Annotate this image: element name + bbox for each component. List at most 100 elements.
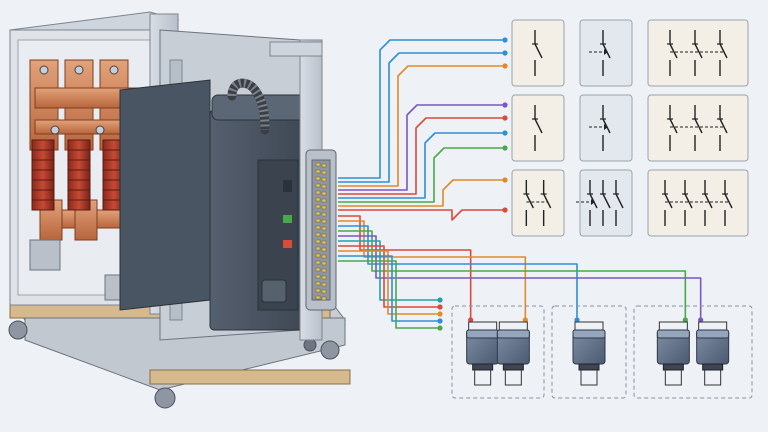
control-wire bbox=[338, 255, 440, 322]
connector-pin bbox=[321, 240, 327, 245]
connector-pin bbox=[321, 177, 327, 182]
control-wire bbox=[338, 250, 440, 315]
contact-panel-nc-triple bbox=[647, 94, 749, 162]
connector-pin bbox=[315, 260, 321, 265]
connector-pin bbox=[315, 197, 321, 202]
wire-terminal bbox=[437, 304, 443, 310]
wire-terminal bbox=[502, 115, 508, 121]
connector-pin bbox=[315, 267, 321, 272]
connector-pin bbox=[321, 170, 327, 175]
connector-pin bbox=[315, 176, 321, 181]
control-wire bbox=[338, 132, 505, 199]
relay-icon bbox=[696, 321, 730, 386]
control-wire bbox=[338, 260, 440, 329]
wire-terminal bbox=[437, 311, 443, 317]
wire-terminal bbox=[437, 325, 443, 331]
connector-pin bbox=[321, 275, 327, 280]
wire-terminal bbox=[502, 177, 508, 183]
connector-pin bbox=[321, 205, 327, 210]
wire-terminal bbox=[574, 317, 580, 323]
connector-pin bbox=[321, 268, 327, 273]
connector-pin bbox=[315, 162, 321, 167]
connector-pin bbox=[321, 163, 327, 168]
wire-terminal bbox=[502, 145, 508, 151]
relay-icon bbox=[656, 321, 690, 386]
relay-group-1 bbox=[451, 305, 545, 399]
connector-pin bbox=[321, 247, 327, 252]
connector-pin bbox=[315, 190, 321, 195]
connector-pin bbox=[321, 296, 327, 301]
connector-pin bbox=[315, 169, 321, 174]
connector-pin bbox=[315, 295, 321, 300]
switch-contact-icon bbox=[667, 105, 728, 151]
switch-contact-icon bbox=[576, 180, 624, 226]
switch-contact-icon bbox=[532, 30, 543, 76]
connector-pin bbox=[315, 281, 321, 286]
switch-contact-icon bbox=[589, 30, 611, 76]
wire-terminal bbox=[437, 318, 443, 324]
multi-pin-connector-icon bbox=[305, 149, 337, 311]
connector-pin bbox=[321, 233, 327, 238]
contact-panel-no-single-actuated bbox=[579, 19, 633, 87]
connector-pin bbox=[315, 288, 321, 293]
wire-terminal bbox=[502, 37, 508, 43]
control-wire bbox=[338, 52, 505, 183]
contact-panel-no-single bbox=[511, 19, 565, 87]
contact-symbol-panels bbox=[511, 19, 749, 237]
connector-pin bbox=[315, 204, 321, 209]
switch-contact-icon bbox=[523, 180, 552, 226]
connector-pin bbox=[315, 274, 321, 279]
control-wire bbox=[338, 179, 505, 207]
connector-pin bbox=[321, 184, 327, 189]
connector-pin bbox=[321, 198, 327, 203]
switch-contact-icon bbox=[667, 30, 728, 76]
wire-terminal bbox=[682, 317, 688, 323]
contact-panel-nc-single bbox=[511, 94, 565, 162]
connector-pin bbox=[321, 191, 327, 196]
control-wire bbox=[338, 235, 702, 320]
connector-pin bbox=[315, 211, 321, 216]
connector-pin bbox=[321, 226, 327, 231]
control-wire bbox=[338, 240, 440, 301]
connector-pin bbox=[315, 246, 321, 251]
control-wire bbox=[338, 230, 687, 320]
connector-pin bbox=[315, 225, 321, 230]
connector-pin bbox=[321, 212, 327, 217]
control-wire bbox=[338, 215, 472, 320]
control-wire bbox=[338, 39, 505, 179]
control-wire bbox=[338, 104, 505, 191]
connector-pin bbox=[315, 183, 321, 188]
connector-pin bbox=[321, 289, 327, 294]
control-wire bbox=[338, 117, 505, 195]
wire-terminal bbox=[437, 297, 443, 303]
control-wire bbox=[338, 245, 440, 308]
wire-terminal bbox=[698, 317, 704, 323]
control-wire bbox=[338, 209, 505, 221]
switch-contact-icon bbox=[532, 105, 543, 151]
contact-panel-nc-single-actuated bbox=[579, 94, 633, 162]
control-wiring bbox=[338, 37, 704, 331]
connector-pin bbox=[321, 254, 327, 259]
control-wire bbox=[338, 225, 578, 320]
contact-panel-no-triple bbox=[647, 19, 749, 87]
wire-terminal bbox=[502, 50, 508, 56]
control-wire bbox=[338, 147, 505, 203]
relay-icon bbox=[466, 321, 500, 386]
relay-icon bbox=[496, 321, 530, 386]
wire-terminal bbox=[502, 102, 508, 108]
relay-group-3 bbox=[633, 305, 753, 399]
wire-terminal bbox=[522, 317, 528, 323]
connector-pin bbox=[315, 232, 321, 237]
connector-pin bbox=[321, 282, 327, 287]
wire-terminal bbox=[502, 207, 508, 213]
relay-group-2 bbox=[551, 305, 627, 399]
relay-icon bbox=[572, 321, 606, 386]
contact-panel-triple-actuated bbox=[576, 169, 633, 237]
connector-pin bbox=[321, 261, 327, 266]
wire-terminal bbox=[468, 317, 474, 323]
connector-pin bbox=[321, 219, 327, 224]
wire-terminal bbox=[502, 130, 508, 136]
connector-pin bbox=[315, 253, 321, 258]
